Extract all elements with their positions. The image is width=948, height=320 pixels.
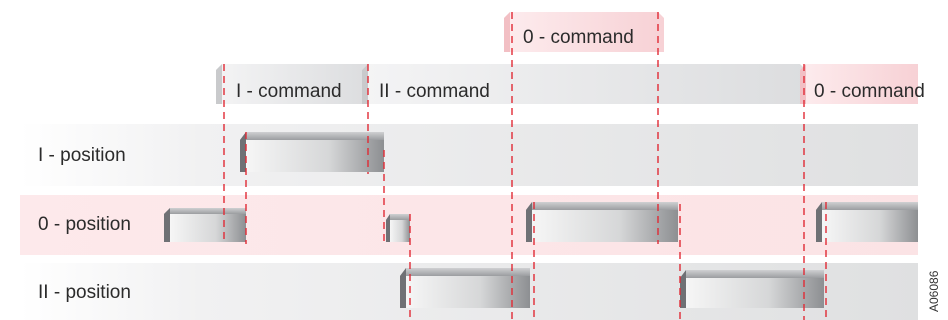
i-command-label: I - command: [236, 81, 342, 102]
figure-code: A06086: [927, 270, 941, 312]
row-band-0-position: [20, 195, 918, 255]
block-ii-position-2: [680, 270, 824, 308]
block-0-position-2: [386, 214, 410, 242]
timing-lines: [223, 12, 827, 320]
block-0-position-1: [164, 208, 246, 242]
ii-position-label: II - position: [38, 282, 131, 303]
command-bar-i: [216, 64, 368, 104]
command-bar-0-top: [504, 12, 664, 52]
i-position-label: I - position: [38, 145, 126, 166]
zero-command-top-label: 0 - command: [523, 27, 634, 48]
command-bar-ii: [362, 64, 806, 104]
block-i-position-1: [240, 132, 384, 172]
row-band-i-position: [20, 124, 918, 186]
zero-command-right-label: 0 - command: [814, 81, 925, 102]
block-0-position-4: [816, 202, 918, 242]
zero-position-label: 0 - position: [38, 214, 131, 235]
block-0-position-3: [526, 202, 678, 242]
block-ii-position-1: [400, 268, 530, 308]
ii-command-label: II - command: [379, 81, 490, 102]
